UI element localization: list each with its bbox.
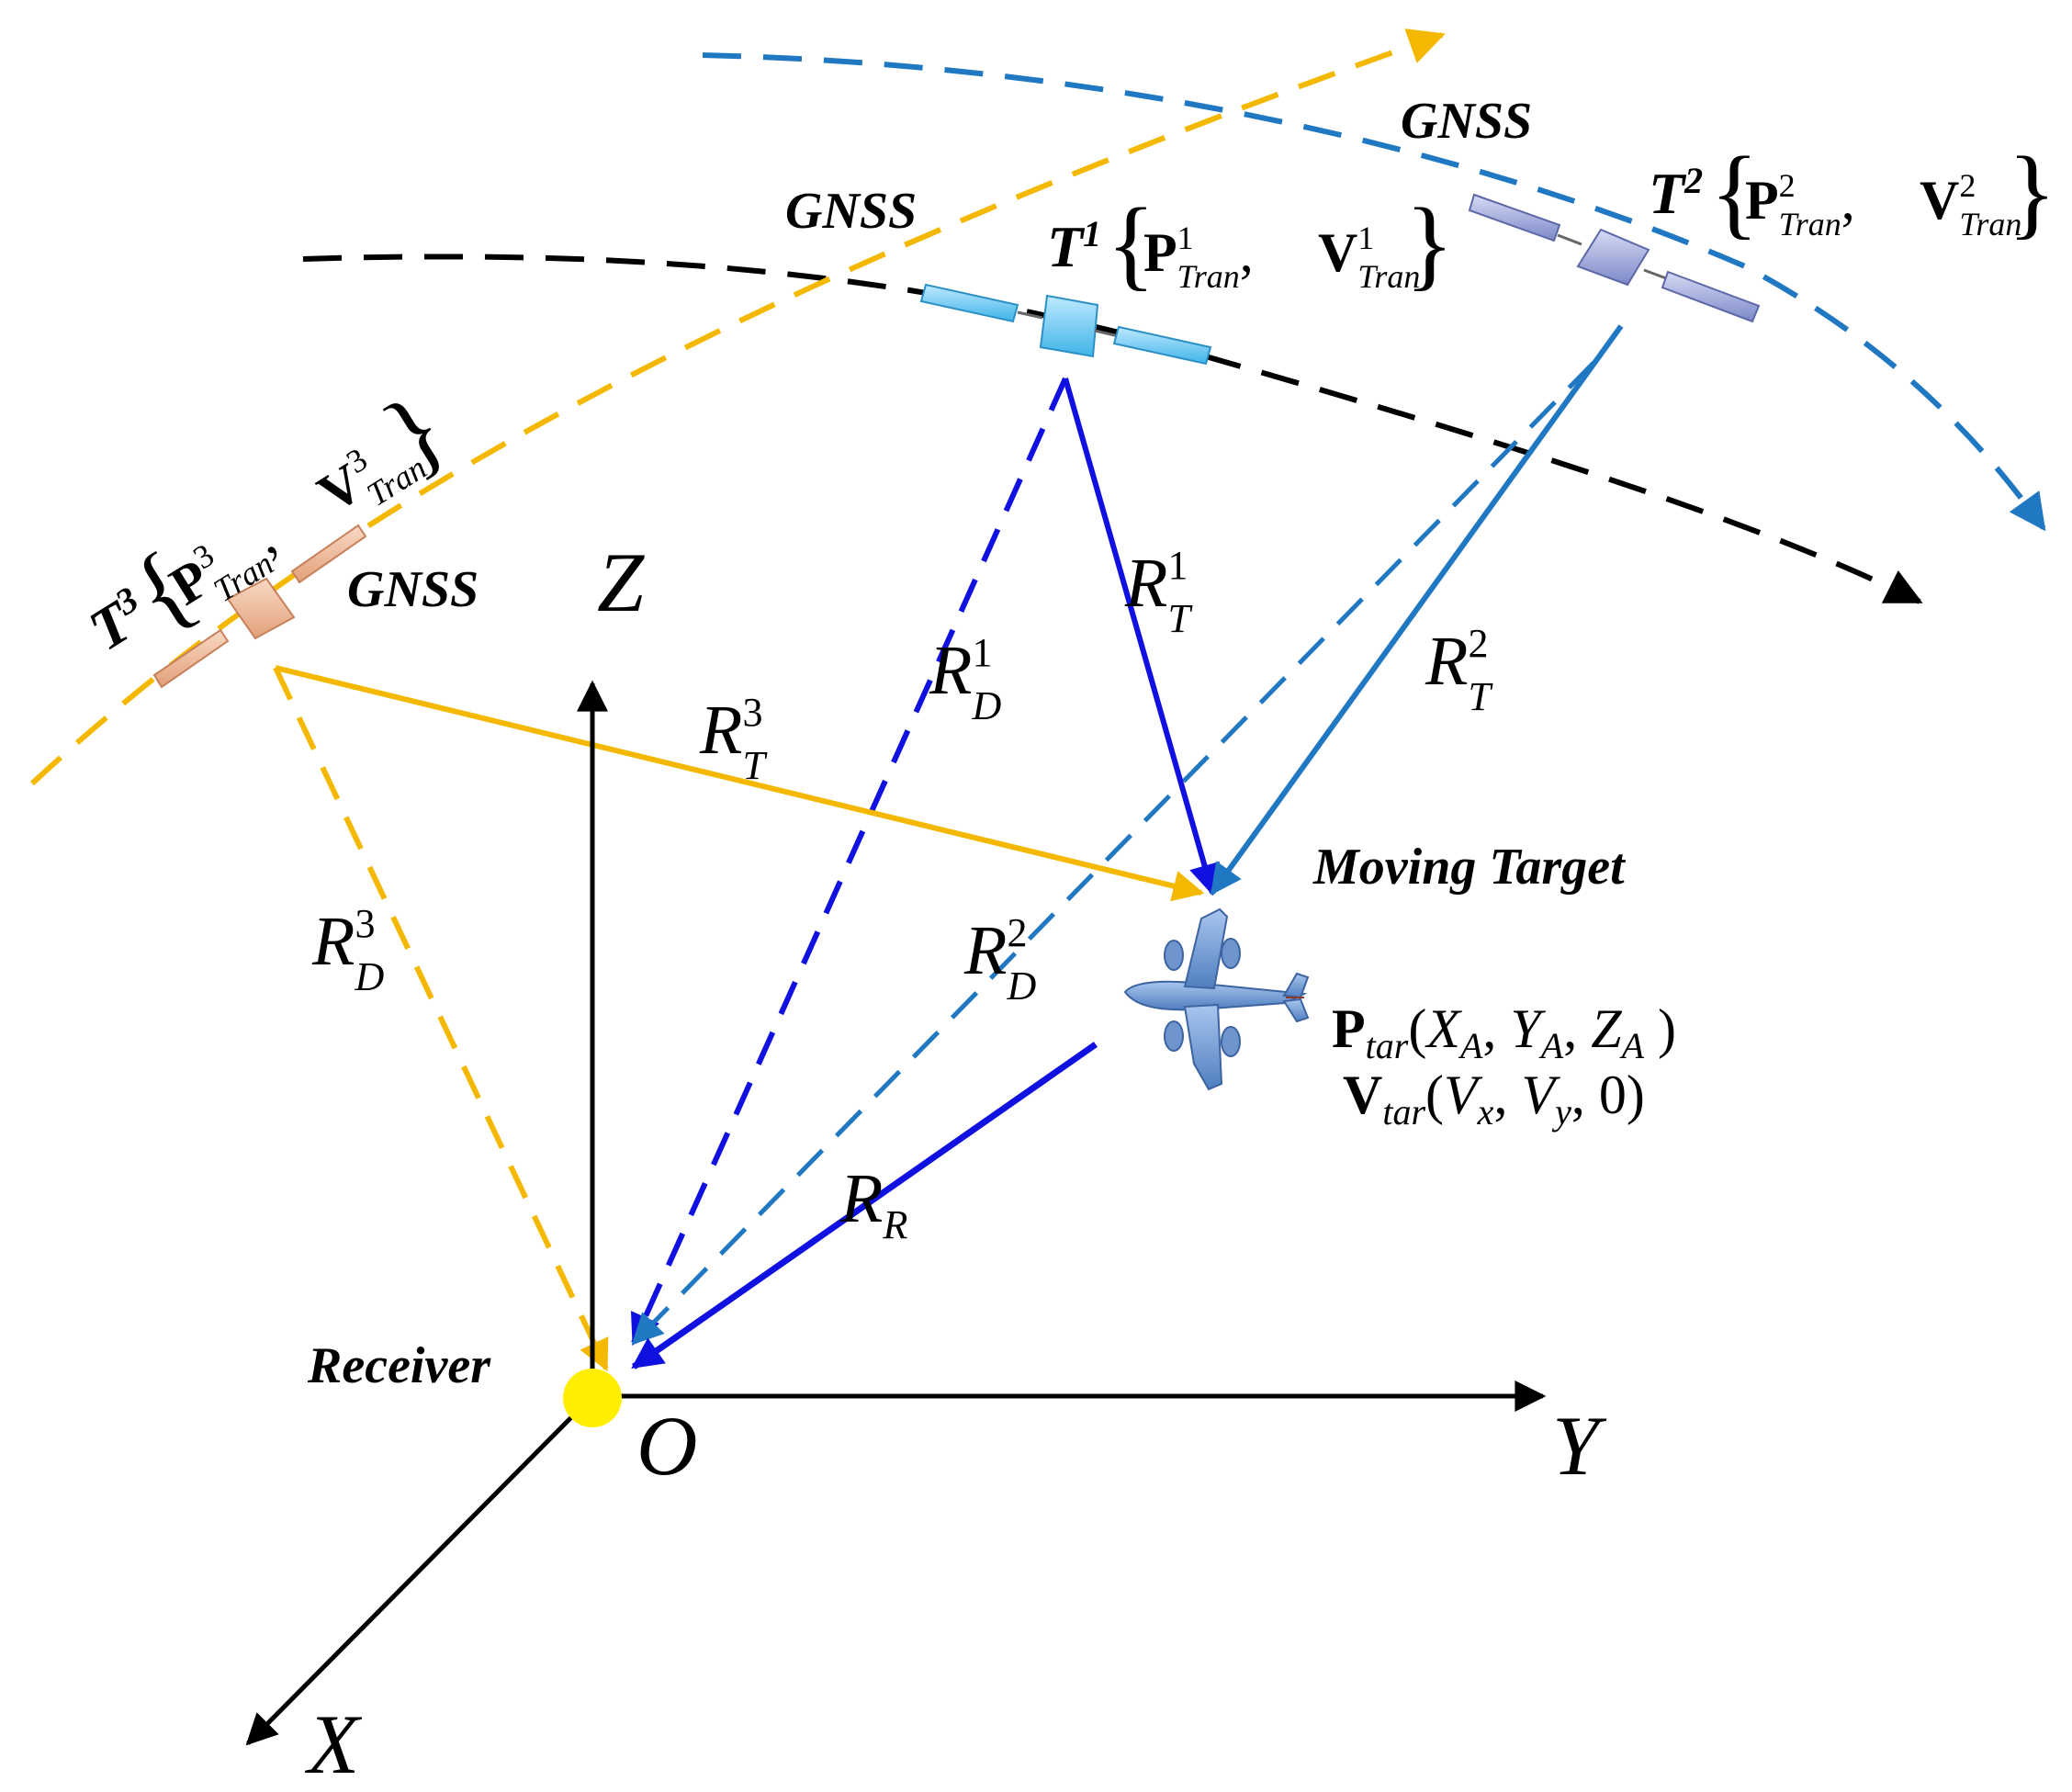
target-position-label: Ptar(XA, YA, ZA ): [1332, 998, 1676, 1066]
svg-text:T2: T2: [1649, 160, 1703, 226]
origin-label: O: [636, 1399, 697, 1493]
orbit-black: [302, 254, 1923, 604]
path-rr: [631, 1042, 1098, 1369]
receiver-label: Receiver: [307, 1337, 491, 1394]
path-rt2: [1210, 324, 1624, 896]
svg-text:T1: T1: [1047, 213, 1101, 279]
svg-text:}: }: [2008, 136, 2056, 248]
path-rt3: [275, 665, 1205, 902]
path-rd2: [631, 361, 1595, 1346]
axis-x: [245, 1394, 594, 1746]
orbit-yellow: [29, 28, 1446, 786]
gnss-label-2: GNSS: [1401, 93, 1532, 150]
svg-text:}: }: [1405, 187, 1454, 299]
axis-x-label: X: [304, 1697, 363, 1791]
range-rr-label: RR: [839, 1160, 907, 1247]
moving-target-label: Moving Target: [1312, 839, 1626, 896]
path-rt1: [1063, 378, 1220, 896]
gnss-label-3: GNSS: [347, 561, 479, 618]
svg-text:{: {: [1710, 136, 1759, 248]
target-velocity-label: Vtar(Vx, Vy, 0): [1343, 1065, 1645, 1133]
satellite-1-icon: [919, 283, 1212, 366]
satellite-2-icon: [1468, 193, 1761, 323]
airplane-icon: [1123, 907, 1310, 1091]
axis-z-label: Z: [597, 535, 645, 629]
orbit-blue: [702, 52, 2046, 532]
path-rd3: [273, 666, 609, 1372]
gnss-label-1: GNSS: [785, 183, 917, 240]
axis-y-label: Y: [1552, 1399, 1607, 1493]
path-rd1: [630, 377, 1068, 1347]
receiver-dot: [563, 1369, 622, 1427]
svg-text:{: {: [1107, 187, 1155, 299]
satellite-3-icon: [152, 524, 367, 689]
